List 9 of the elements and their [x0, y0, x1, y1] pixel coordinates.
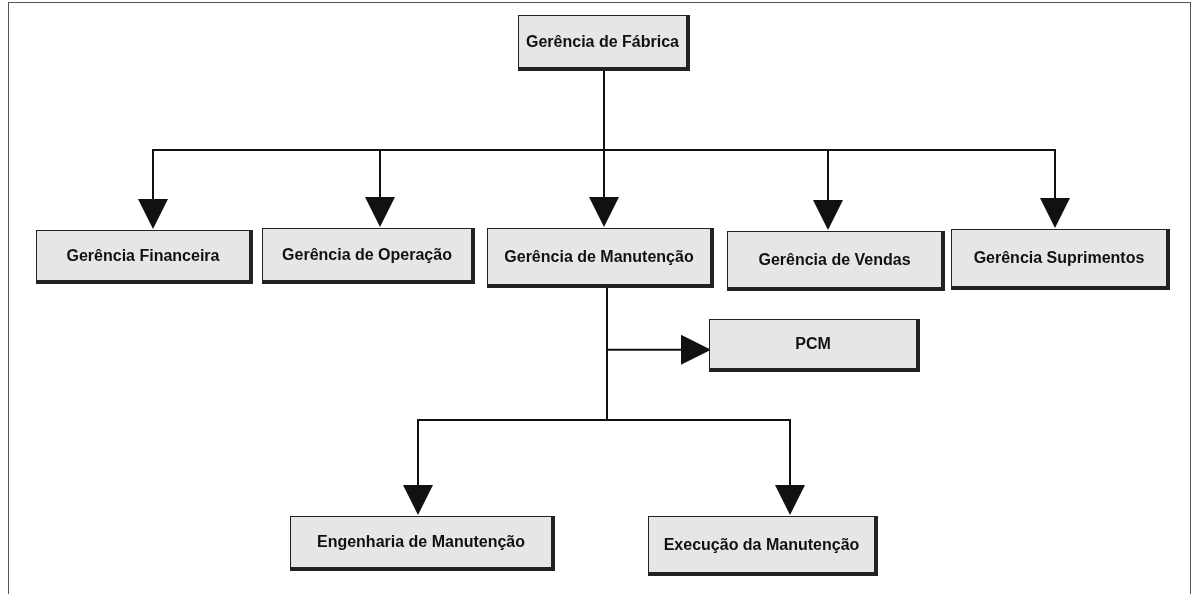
org-box: Gerência de Operação — [262, 228, 475, 284]
org-box: Gerência de Manutenção — [487, 228, 714, 288]
org-box: Gerência Financeira — [36, 230, 253, 284]
org-box: Execução da Manutenção — [648, 516, 878, 576]
org-box: Gerência Suprimentos — [951, 229, 1170, 290]
org-box: Gerência de Vendas — [727, 231, 945, 291]
org-box: Engenharia de Manutenção — [290, 516, 555, 571]
org-box: Gerência de Fábrica — [518, 15, 690, 71]
org-box: PCM — [709, 319, 920, 372]
